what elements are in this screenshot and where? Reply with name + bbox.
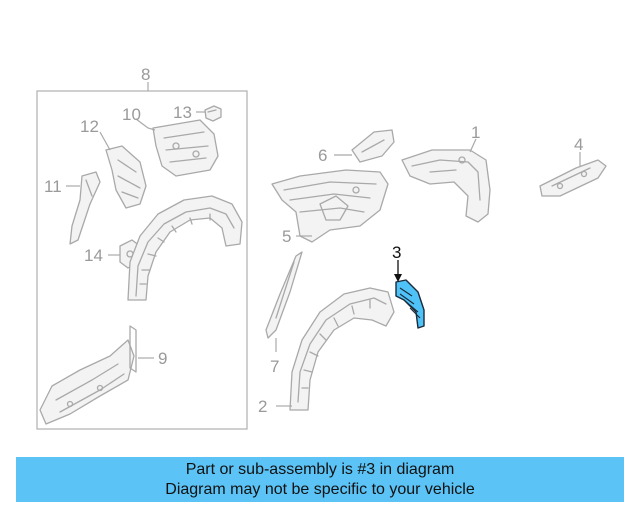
part-6[interactable] [351,129,395,163]
callout-4[interactable]: 4 [574,135,583,154]
part-9[interactable] [39,325,137,425]
part-5[interactable] [271,169,389,243]
callout-1[interactable]: 1 [471,123,480,142]
part-11[interactable] [69,171,101,245]
banner-line-1: Part or sub-assembly is #3 in diagram [185,461,455,478]
inner-wheelhouse [127,195,243,301]
callout-11[interactable]: 11 [44,177,62,196]
part-7[interactable] [265,251,303,339]
part-12[interactable] [105,145,147,209]
callout-8[interactable]: 8 [141,65,150,84]
callout-12[interactable]: 12 [80,117,99,136]
callout-13[interactable]: 13 [173,103,192,122]
group-box-8 [36,90,248,430]
callout-3[interactable]: 3 [392,243,401,262]
callout-7[interactable]: 7 [270,357,279,376]
part-10[interactable] [152,119,219,177]
info-banner: Part or sub-assembly is #3 in diagram Di… [16,457,624,502]
callout-5[interactable]: 5 [282,227,291,246]
callout-2[interactable]: 2 [258,397,267,416]
parts-diagram: 8 13 10 12 11 14 [36,65,607,430]
callout-6[interactable]: 6 [318,146,327,165]
callout-9[interactable]: 9 [158,349,167,368]
part-1[interactable] [401,149,491,223]
part-13[interactable] [204,105,222,122]
leader-3-arrowhead [394,274,402,282]
part-3-highlighted[interactable] [395,279,425,329]
part-2[interactable] [289,287,395,411]
part-4[interactable] [539,159,607,197]
banner-line-2: Diagram may not be specific to your vehi… [165,481,475,498]
callout-10[interactable]: 10 [122,105,141,124]
callout-14[interactable]: 14 [84,246,103,265]
